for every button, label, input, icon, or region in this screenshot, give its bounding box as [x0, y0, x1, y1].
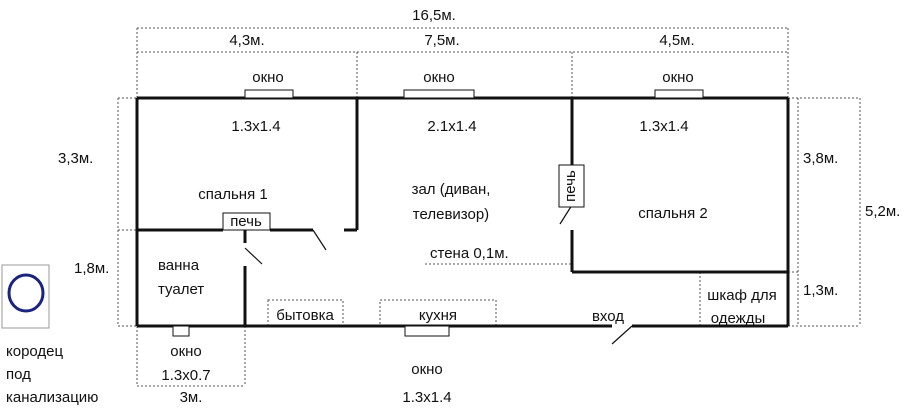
window-top-right-size: 1.3x1.4	[639, 118, 688, 135]
window-top-right	[654, 89, 704, 99]
stove-bedroom1-label: печь	[230, 213, 262, 230]
doors	[244, 204, 633, 345]
stove-bedroom2	[558, 164, 585, 208]
window-bathroom	[172, 325, 190, 337]
window-bathroom-size: 1.3x0.7	[161, 367, 210, 384]
room-hall-line1: зал (диван,	[412, 181, 491, 198]
dim-segment-middle: 7,5м.	[424, 32, 459, 49]
window-bathroom-label: окно	[170, 343, 202, 360]
dim-left-top-height: 3,3м.	[58, 150, 93, 167]
room-utility: бытовка	[276, 307, 334, 324]
door-bathroom	[244, 247, 263, 265]
well-icon	[7, 273, 45, 313]
door-entrance	[611, 325, 633, 345]
dimension-guides	[117, 27, 861, 387]
dim-right-top-height: 3,8м.	[803, 150, 838, 167]
well-label-line2: под	[6, 366, 31, 383]
dim-segment-right: 4,5м.	[659, 32, 694, 49]
room-bedroom2: спальня 2	[638, 205, 707, 222]
dim-bath-width: 3м.	[180, 389, 203, 406]
room-hall-line2: телевизор)	[413, 206, 489, 223]
window-top-right-label: окно	[662, 69, 694, 86]
room-bath-line1: ванна	[158, 257, 200, 274]
window-top-middle-size: 2.1x1.4	[427, 118, 476, 135]
window-kitchen	[404, 325, 450, 337]
well-label-line3: канализацию	[6, 389, 98, 406]
entrance-label: вход	[592, 308, 624, 325]
window-top-middle	[403, 89, 475, 99]
room-bedroom1: спальня 1	[198, 186, 267, 203]
window-kitchen-label: окно	[411, 361, 443, 378]
room-kitchen: кухня	[419, 307, 457, 324]
wall-thickness-note: стена 0,1м.	[430, 245, 509, 262]
stove-bedroom1	[222, 212, 271, 231]
dim-left-bottom-height: 1,8м.	[74, 260, 109, 277]
stove-bedroom2-label: печь	[562, 170, 579, 202]
window-kitchen-size: 1.3x1.4	[402, 389, 451, 406]
room-wardrobe-line2: одежды	[711, 310, 766, 327]
well-label-line1: кородец	[6, 343, 64, 360]
dim-segment-left: 4,3м.	[229, 32, 264, 49]
door-bedroom2	[559, 204, 573, 225]
window-top-left	[244, 89, 294, 99]
door-bedroom1	[312, 229, 327, 251]
dim-total-width: 16,5м.	[412, 7, 456, 24]
window-top-left-label: окно	[252, 69, 284, 86]
room-wardrobe-line1: шкаф для	[707, 287, 776, 304]
room-bath-line2: туалет	[158, 281, 204, 298]
dim-right-total-height: 5,2м.	[865, 203, 900, 220]
window-top-left-size: 1.3x1.4	[231, 118, 280, 135]
dim-right-bottom-height: 1,3м.	[803, 282, 838, 299]
window-top-middle-label: окно	[423, 69, 455, 86]
